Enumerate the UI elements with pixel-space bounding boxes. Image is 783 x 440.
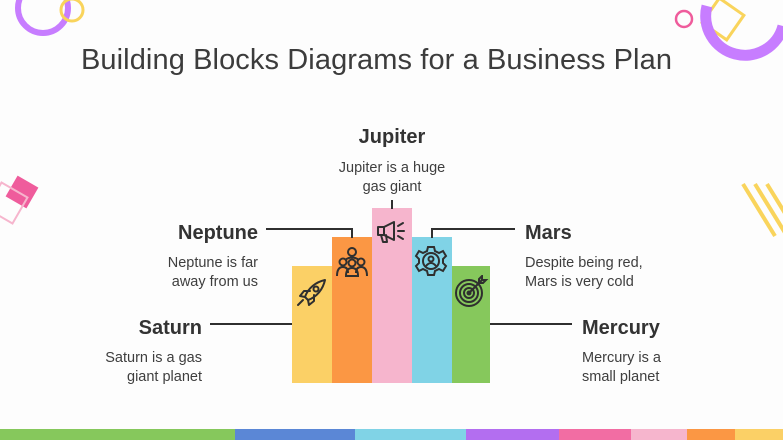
strip-segment bbox=[0, 429, 235, 440]
saturn-desc: Saturn is a gas giant planet bbox=[62, 349, 202, 387]
mercury-desc-line-2: small planet bbox=[582, 369, 660, 385]
strip-segment bbox=[687, 429, 735, 440]
rocket-icon bbox=[297, 279, 326, 306]
connector-neptune-v bbox=[351, 228, 353, 238]
strip-segment bbox=[466, 429, 559, 440]
strip-segment bbox=[355, 429, 466, 440]
jupiter-desc-line-1: Jupiter is a huge bbox=[338, 160, 446, 176]
neptune-desc-line-2: away from us bbox=[171, 274, 258, 290]
mercury-desc-line-1: Mercury is a bbox=[582, 350, 661, 366]
strip-segment bbox=[559, 429, 631, 440]
saturn-desc-line-1: Saturn is a gas bbox=[105, 350, 202, 366]
connector-neptune-h bbox=[266, 228, 352, 230]
jupiter-desc: Jupiter is a huge gas giant bbox=[312, 159, 472, 197]
target-icon bbox=[455, 275, 489, 307]
bottom-color-strip bbox=[0, 429, 783, 440]
mars-desc-line-1: Despite being red, bbox=[525, 255, 643, 271]
connector-mars-h bbox=[431, 228, 515, 230]
gear-icon bbox=[414, 246, 448, 276]
strip-segment bbox=[235, 429, 355, 440]
neptune-desc-line-1: Neptune is far bbox=[167, 255, 258, 271]
strip-segment bbox=[735, 429, 783, 440]
decor-left-shape bbox=[0, 175, 39, 225]
connector-saturn bbox=[210, 323, 292, 325]
saturn-desc-line-2: giant planet bbox=[127, 369, 202, 385]
decor-top-left bbox=[15, 0, 85, 36]
megaphone-icon bbox=[377, 221, 405, 243]
mercury-desc: Mercury is a small planet bbox=[582, 349, 742, 387]
jupiter-title: Jupiter bbox=[358, 126, 426, 148]
connector-jupiter bbox=[391, 200, 393, 209]
mercury-title: Mercury bbox=[582, 317, 660, 339]
connector-mars-v bbox=[431, 228, 433, 238]
block-jupiter bbox=[372, 208, 412, 383]
users-icon bbox=[336, 247, 368, 277]
page-title: Building Blocks Diagrams for a Business … bbox=[80, 44, 673, 76]
decor-top-right bbox=[674, 0, 783, 61]
connector-mercury bbox=[490, 323, 572, 325]
neptune-desc: Neptune is far away from us bbox=[108, 254, 258, 292]
saturn-title: Saturn bbox=[138, 317, 202, 339]
mars-title: Mars bbox=[525, 222, 572, 244]
jupiter-desc-line-2: gas giant bbox=[362, 179, 422, 195]
neptune-title: Neptune bbox=[178, 222, 258, 244]
strip-segment bbox=[631, 429, 687, 440]
mars-desc-line-2: Mars is very cold bbox=[525, 274, 634, 290]
decor-right-lines bbox=[741, 182, 783, 238]
mars-desc: Despite being red, Mars is very cold bbox=[525, 254, 685, 292]
